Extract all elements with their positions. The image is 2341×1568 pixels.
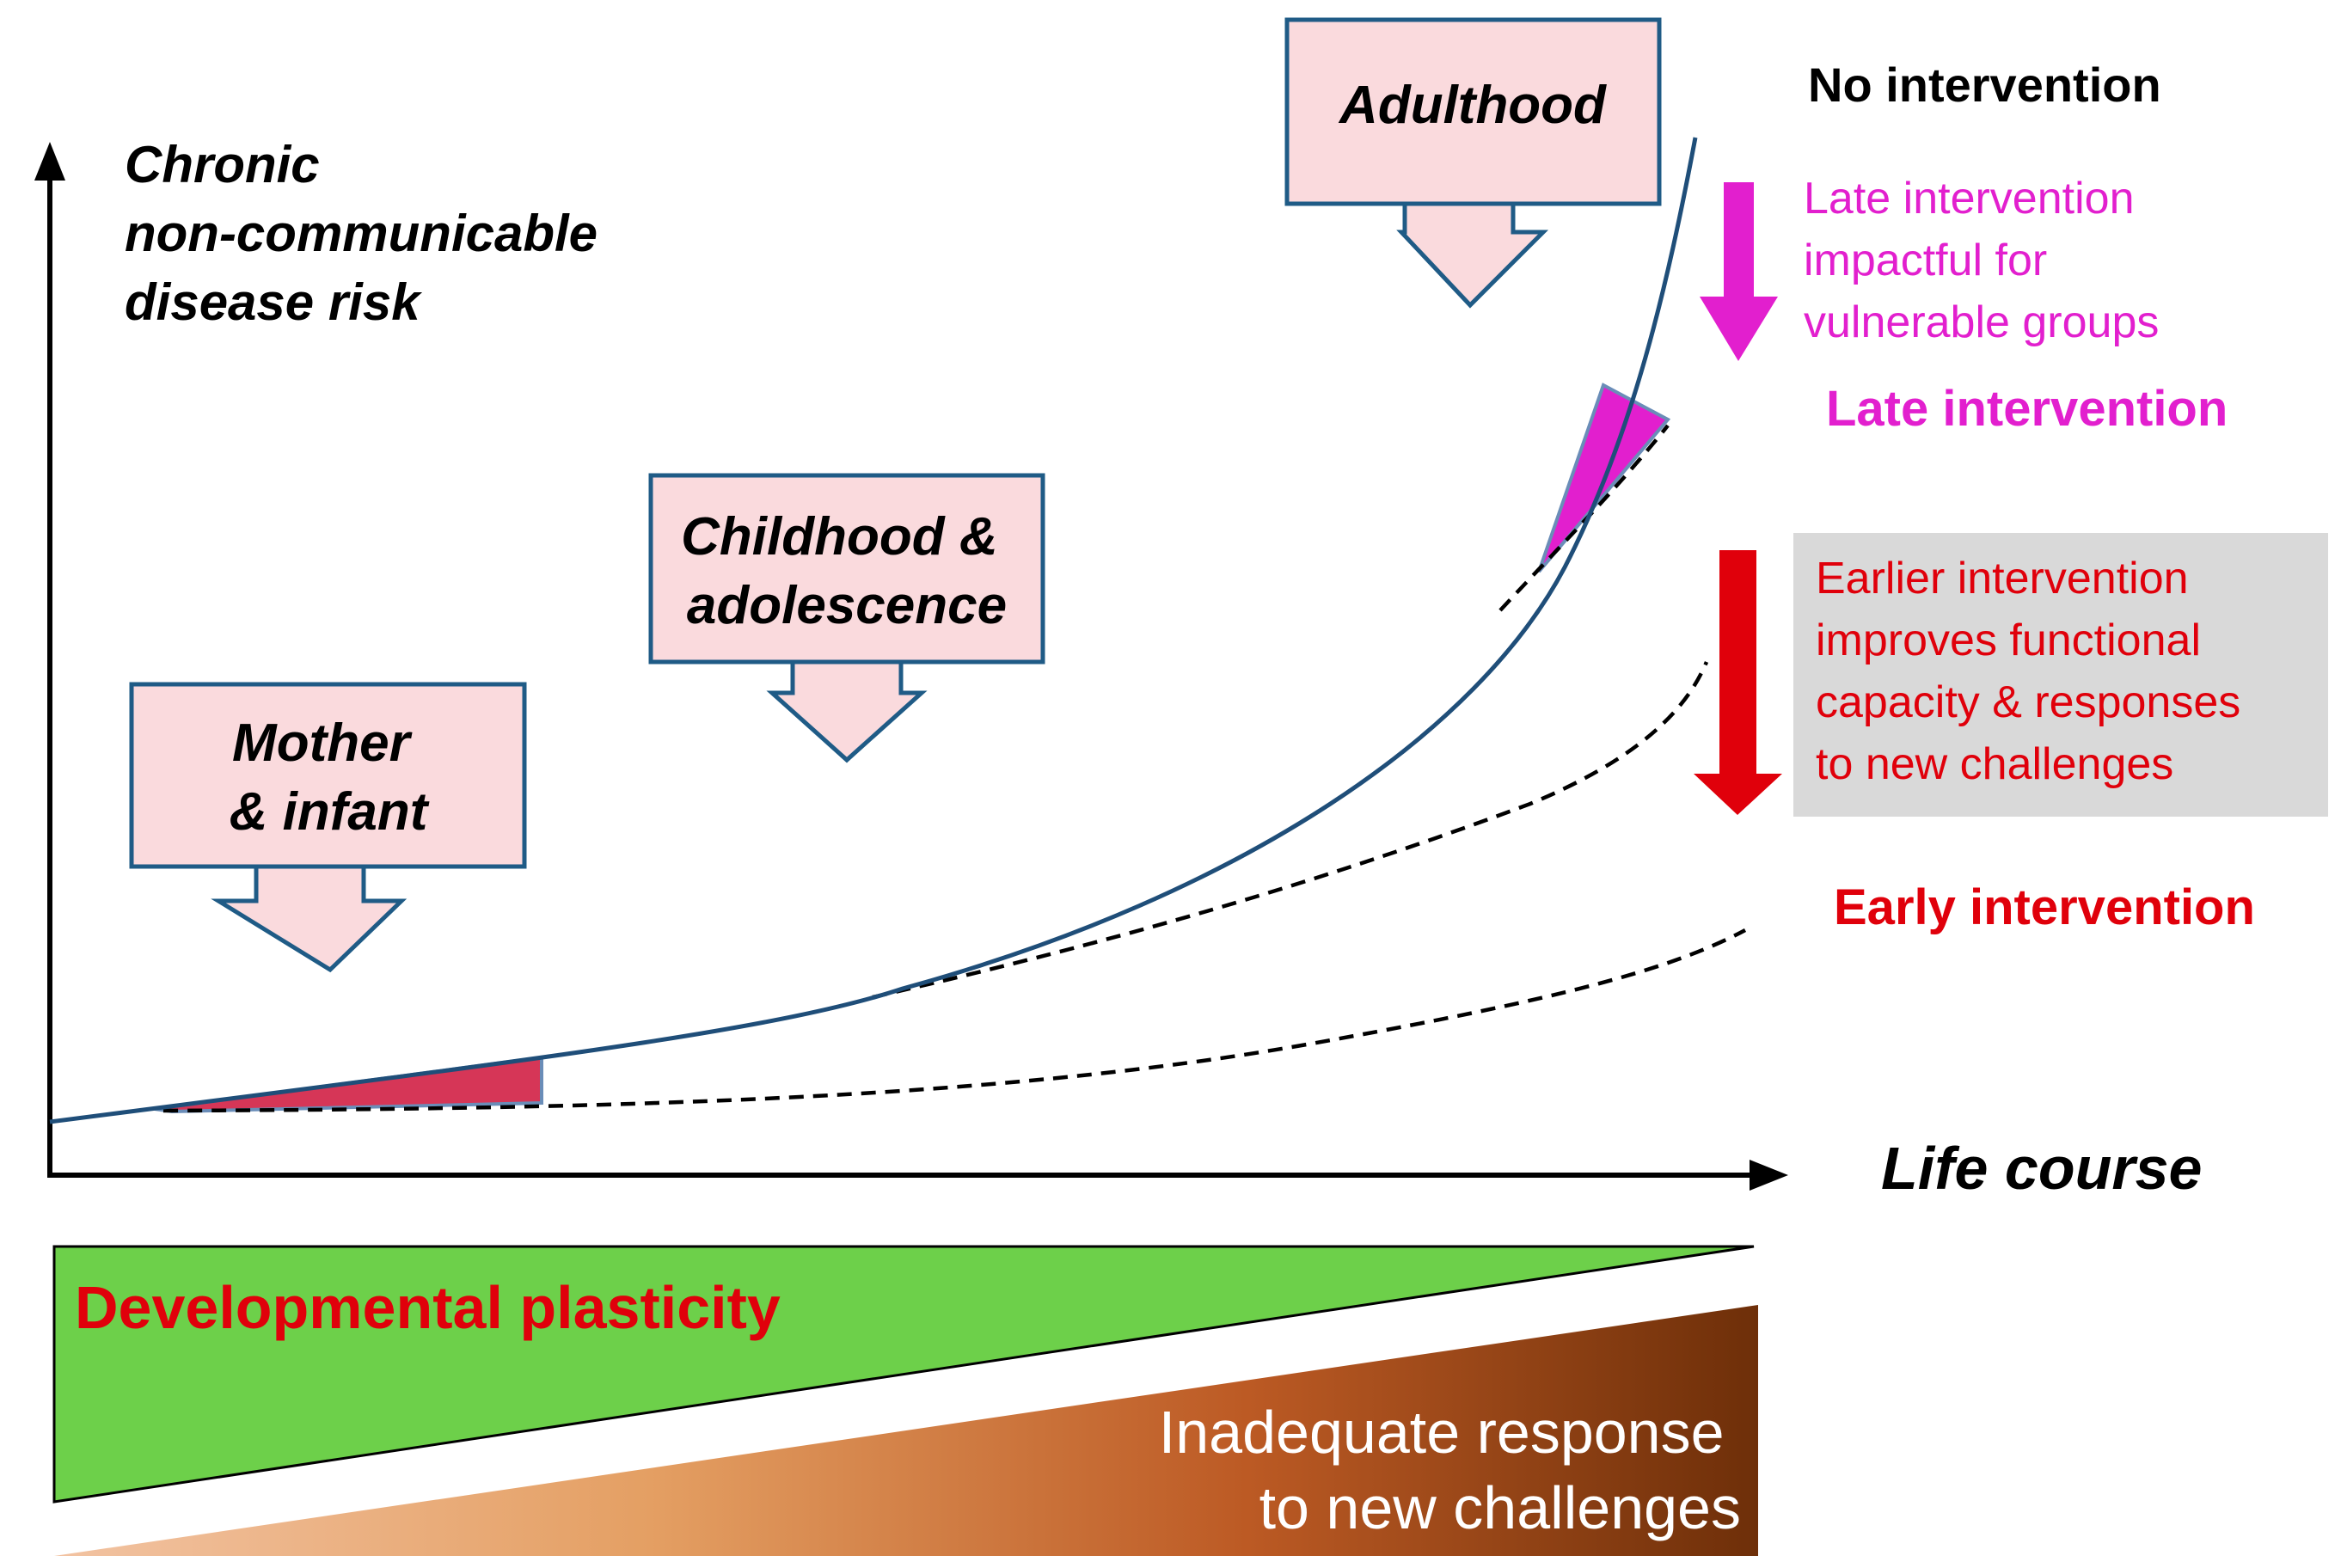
- late-note-line-3: vulnerable groups: [1804, 297, 2159, 347]
- inadequate-label-line-2: to new challenges: [1259, 1474, 1741, 1541]
- earlier-note-line-4: to new challenges: [1816, 739, 2173, 789]
- mother-infant-label: Mother & infant: [230, 714, 430, 842]
- mother-infant-label-line-2: & infant: [230, 782, 430, 842]
- no-intervention-curve: [49, 137, 1698, 1124]
- earlier-note-line-2: improves functional: [1816, 616, 2201, 665]
- inadequate-response-label: Inadequate response to new challenges: [1159, 1399, 1741, 1541]
- adulthood-arrow: [1396, 201, 1549, 309]
- childhood-arrow-head: [766, 659, 928, 763]
- adulthood-label: Adulthood: [1338, 76, 1607, 135]
- mother-infant-arrow: [211, 864, 408, 973]
- earlier-intervention-note-box: [1793, 533, 2328, 817]
- late-intervention-note: Late intervention impactful for vulnerab…: [1804, 174, 2159, 347]
- y-axis-label: Chronic non-communicable disease risk: [125, 136, 612, 331]
- inadequate-label-line-1: Inadequate response: [1159, 1399, 1725, 1466]
- late-intervention-arrow: [1700, 182, 1778, 361]
- earlier-note-line-1: Earlier intervention: [1816, 554, 2189, 603]
- inadequate-response-band: [54, 1305, 1758, 1556]
- childhood-label-line-1: Childhood &: [681, 507, 997, 567]
- y-axis-label-line-1: Chronic: [125, 136, 320, 193]
- early-intervention-arrow: [1694, 550, 1782, 815]
- adulthood-box: [1284, 17, 1662, 206]
- earlier-intervention-note: Earlier intervention improves functional…: [1816, 554, 2253, 789]
- mother-infant-label-line-1: Mother: [232, 714, 413, 773]
- adulthood-callout: Adulthood: [1284, 17, 1662, 309]
- early-intervention-label: Early intervention: [1834, 879, 2255, 935]
- y-axis-arrowhead: [34, 142, 65, 181]
- y-axis-label-line-3: disease risk: [125, 273, 422, 331]
- late-note-line-1: Late intervention: [1804, 174, 2135, 224]
- childhood-callout: Childhood & adolescence: [648, 473, 1045, 763]
- late-intervention-label: Late intervention: [1826, 381, 2228, 437]
- no-intervention-label: No intervention: [1808, 58, 2161, 112]
- childhood-label: Childhood & adolescence: [681, 507, 1013, 635]
- mother-infant-box: [129, 682, 527, 869]
- developmental-plasticity-label: Developmental plasticity: [75, 1274, 781, 1341]
- childhood-box: [648, 473, 1045, 665]
- childhood-label-line-2: adolescence: [687, 576, 1007, 635]
- earlier-note-line-3: capacity & responses: [1816, 677, 2240, 727]
- mother-infant-callout: Mother & infant: [129, 682, 527, 973]
- early-intervention-curve: [162, 928, 1747, 1113]
- developmental-plasticity-band: [52, 1245, 1755, 1504]
- late-note-line-2: impactful for: [1804, 236, 2047, 285]
- x-axis-arrowhead: [1750, 1160, 1788, 1191]
- x-axis-label: Life course: [1881, 1135, 2202, 1202]
- y-axis-label-line-2: non-communicable: [125, 205, 598, 262]
